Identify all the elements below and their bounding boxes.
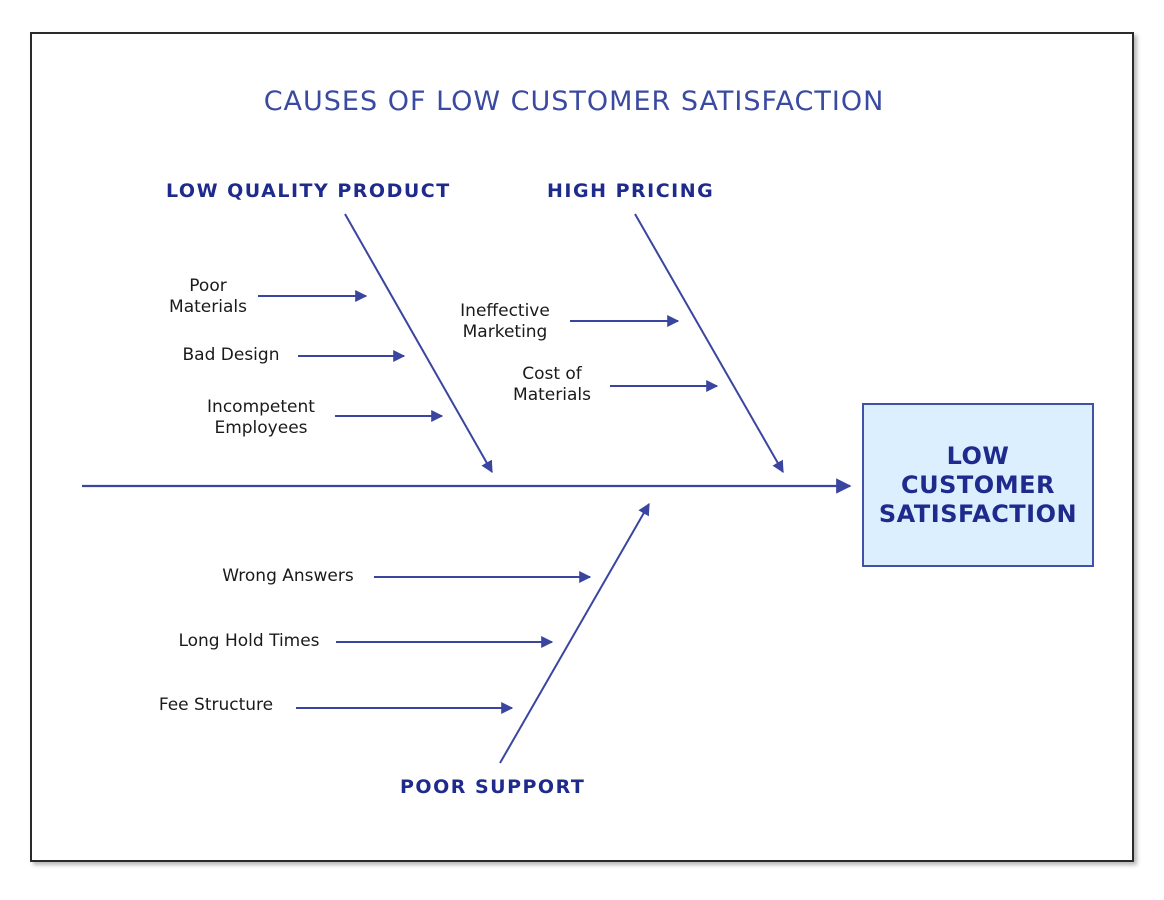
cause-cost-of-materials: Cost of Materials [513,364,591,405]
cause-wrong-answers: Wrong Answers [222,566,354,586]
effect-label: LOW CUSTOMER SATISFACTION [878,441,1078,528]
cause-bad-design: Bad Design [182,345,280,365]
category-high-pricing: HIGH PRICING [547,180,715,202]
bone-poor-support [499,502,650,764]
diagram-title: CAUSES OF LOW CUSTOMER SATISFACTION [263,86,885,117]
cause-ineffective-marketing: Ineffective Marketing [460,301,550,342]
category-poor-support: POOR SUPPORT [400,776,586,798]
cause-incompetent-employees: Incompetent Employees [207,397,315,438]
category-low-quality-product: LOW QUALITY PRODUCT [166,180,451,202]
cause-fee-structure: Fee Structure [158,695,274,715]
cause-long-hold-times: Long Hold Times [178,631,320,651]
effect-box: LOW CUSTOMER SATISFACTION [862,403,1094,567]
bone-low-quality-product [344,213,493,474]
cause-poor-materials: Poor Materials [169,276,247,317]
bone-high-pricing [634,213,784,474]
